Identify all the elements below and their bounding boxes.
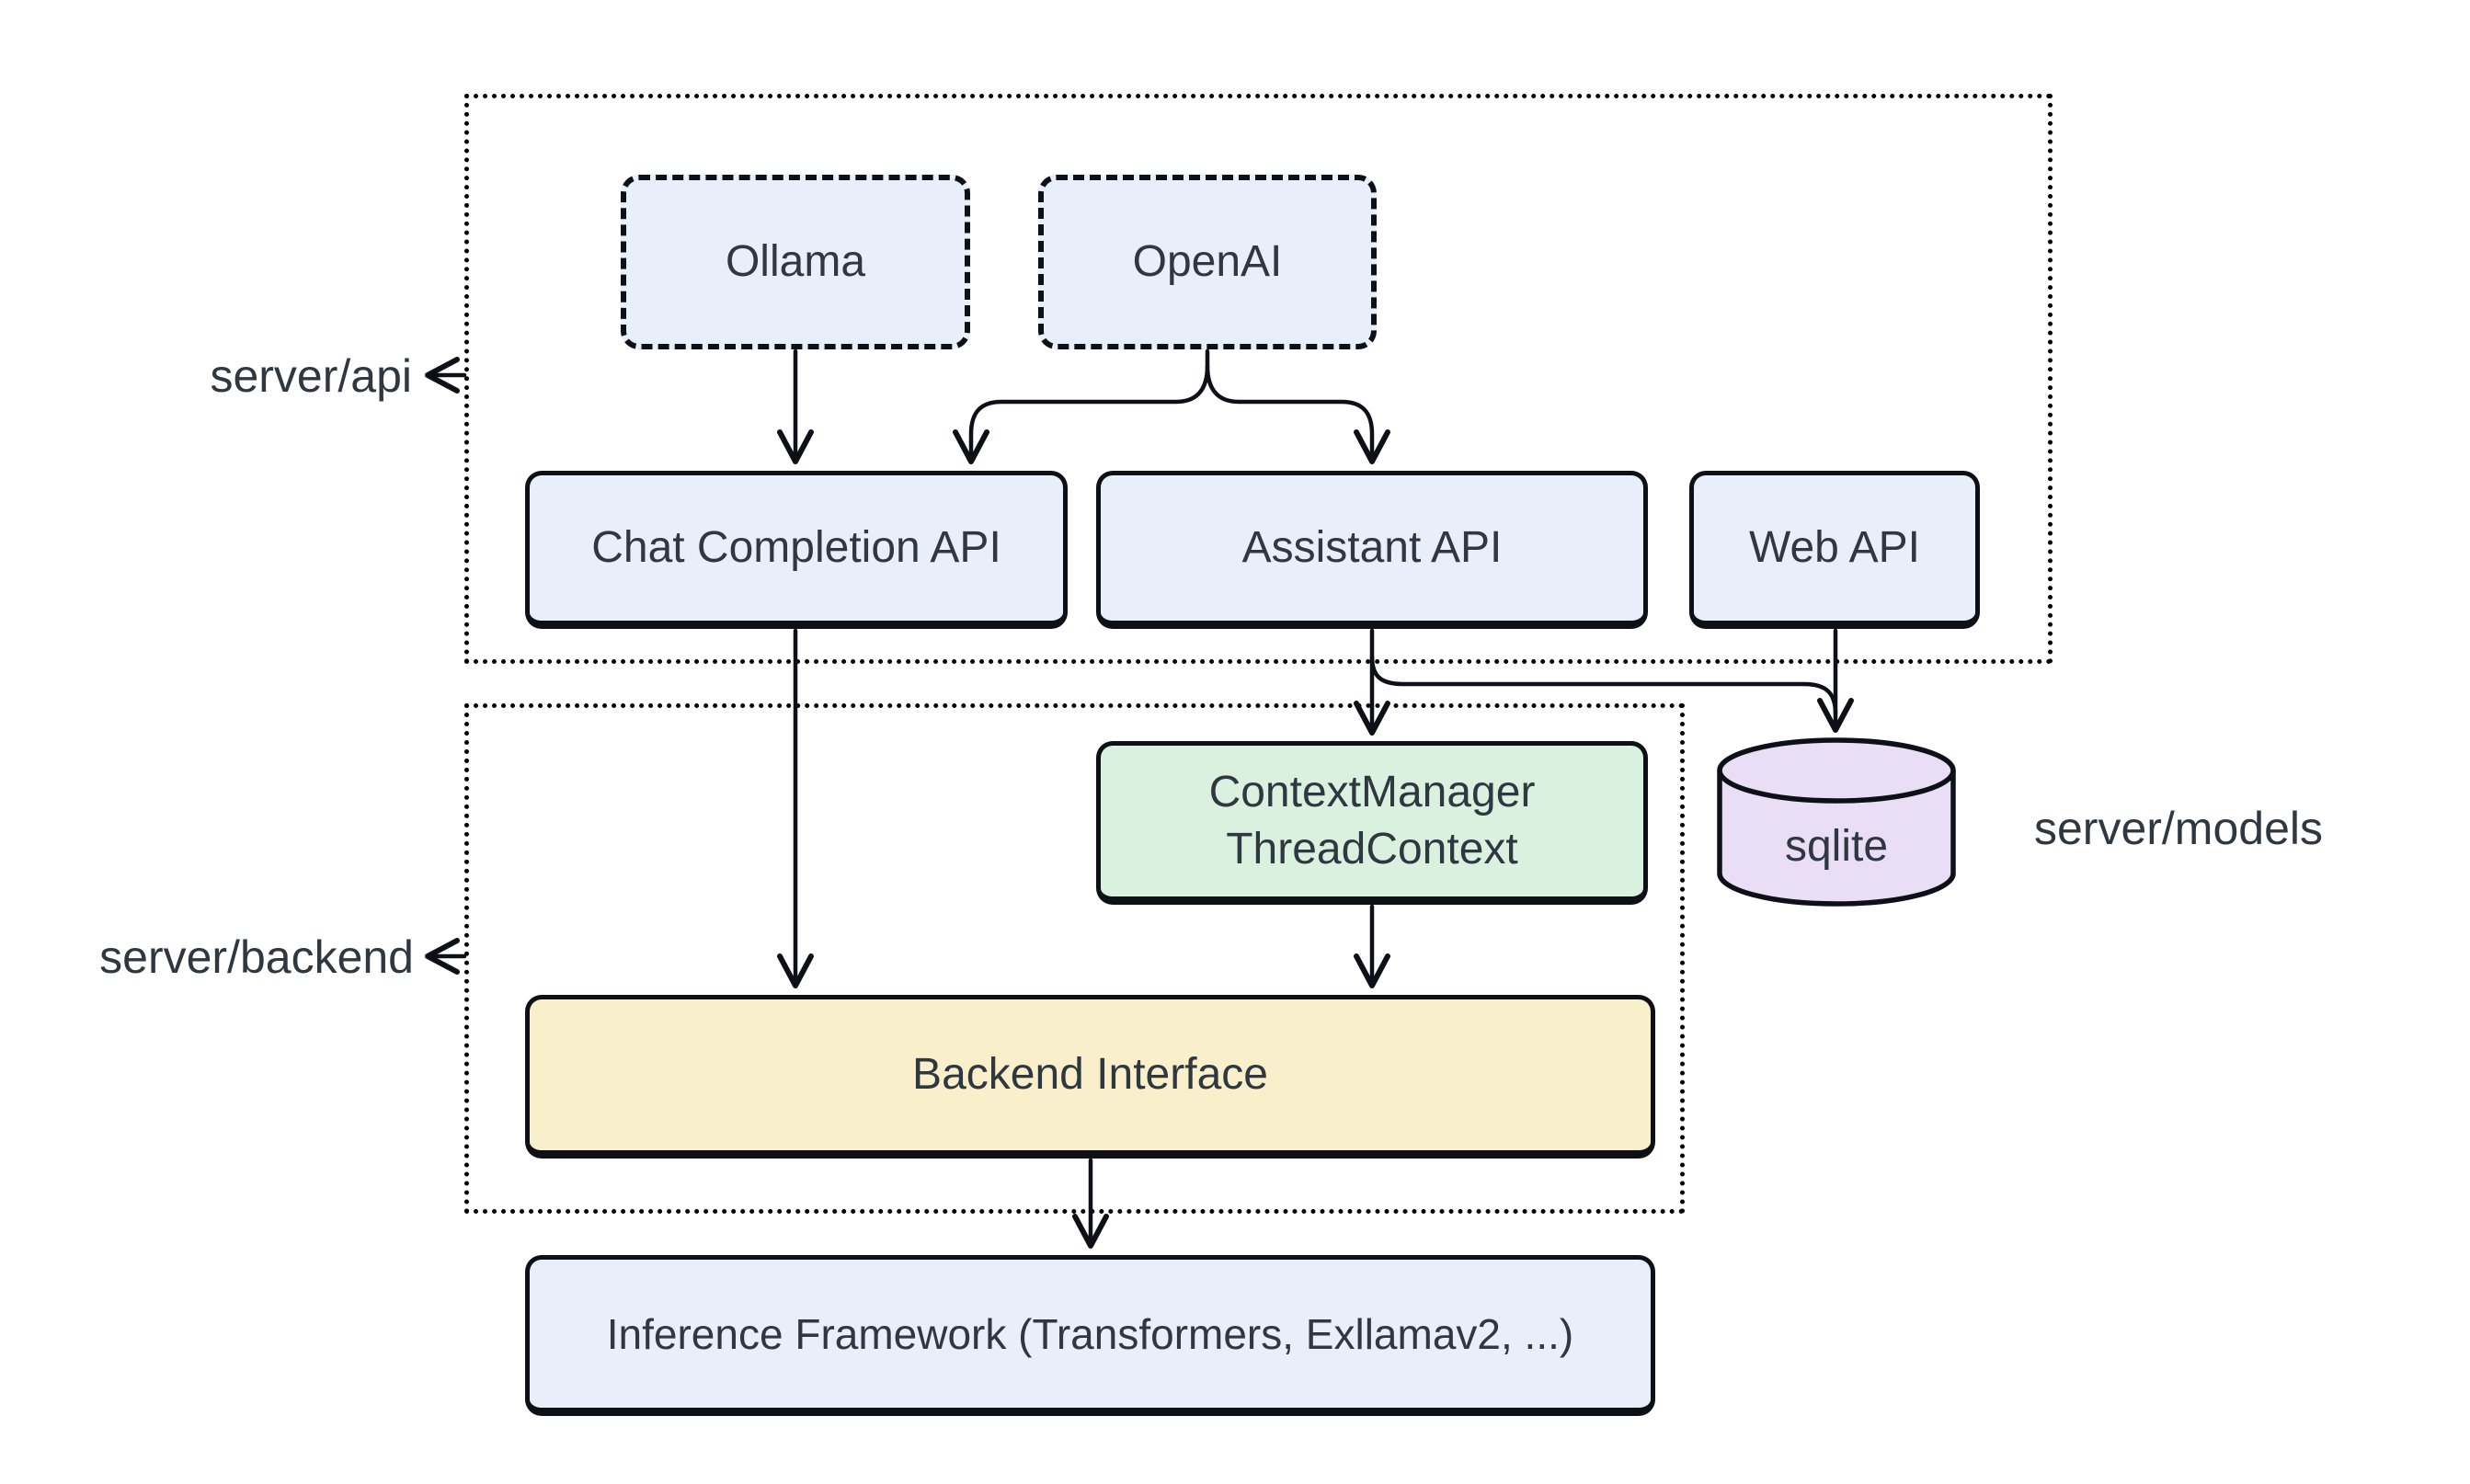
node-openai-label: OpenAI [1132, 237, 1283, 286]
node-chat-completion-api-label: Chat Completion API [591, 523, 1001, 572]
edge-assistant-sqlite [1369, 654, 1838, 716]
node-sqlite-label: sqlite [1720, 809, 1953, 883]
node-context-manager-label-line2: ThreadContext [1226, 825, 1518, 873]
label-server-api: server/api [210, 350, 412, 402]
node-ollama-label: Ollama [725, 237, 866, 286]
node-backend-interface-label: Backend Interface [912, 1050, 1268, 1099]
node-inference-framework-label: Inference Framework (Transformers, Exlla… [606, 1309, 1574, 1358]
node-ollama: Ollama [621, 175, 970, 349]
node-backend-interface: Backend Interface [525, 995, 1655, 1159]
node-web-api: Web API [1689, 471, 1980, 629]
node-context-manager-label-line1: ContextManager [1208, 768, 1536, 816]
node-sqlite-label-text: sqlite [1784, 821, 1889, 871]
edge-openai-chat [953, 348, 1210, 464]
edge-openai-assistant [1205, 363, 1390, 464]
node-assistant-api-label: Assistant API [1241, 523, 1503, 572]
region-server-backend [464, 703, 1685, 1214]
node-inference-framework: Inference Framework (Transformers, Exlla… [525, 1255, 1655, 1416]
node-context-manager: ContextManager ThreadContext [1096, 741, 1648, 905]
node-chat-completion-api: Chat Completion API [525, 471, 1068, 629]
sqlite-cylinder-top [1717, 737, 1956, 804]
label-server-models: server/models [2034, 803, 2323, 854]
node-assistant-api: Assistant API [1096, 471, 1648, 629]
label-server-backend: server/backend [99, 931, 414, 983]
region-server-api [464, 94, 2053, 664]
node-web-api-label: Web API [1749, 523, 1920, 572]
node-openai: OpenAI [1038, 175, 1377, 349]
sqlite-cylinder-body [1717, 771, 1956, 907]
sqlite-cylinder [1717, 737, 1956, 907]
